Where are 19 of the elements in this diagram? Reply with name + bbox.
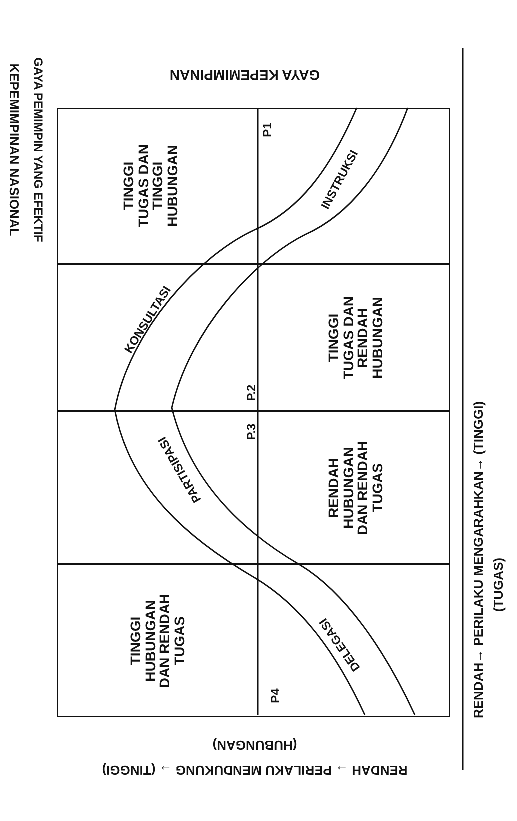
quadrant-cell (57, 263, 450, 412)
subtitle: GAYA PEMIMPIN YANG EFEKTIF (32, 58, 44, 242)
heading: GAYA KEPEMIMPINAN (170, 68, 320, 82)
point-label: P1 (262, 122, 274, 138)
point-label: P.3 (246, 424, 258, 440)
quadrant-label: TINGGI HUBUNGAN DAN RENDAH TUGAS (128, 594, 188, 688)
point-label: P4 (270, 688, 282, 704)
axis-title: RENDAH→ PERILAKU MENGARAHKAN→ (TINGGI) (472, 401, 486, 719)
axis-title: (HUBUNGAN) (212, 738, 298, 752)
quadrant-label: TINGGI TUGAS DAN RENDAH HUBUNGAN (326, 295, 386, 382)
quadrant-cell (57, 563, 450, 716)
point-label: P.2 (246, 384, 258, 402)
axis-title: (TUGAS) (492, 558, 506, 612)
quadrant-cell (57, 108, 450, 264)
diagram-title: KEPEMIMPINAN NASIONAL (7, 64, 21, 236)
quadrant-label: RENDAH HUBUNGAN DAN RENDAH TUGAS (326, 440, 386, 536)
axis-title: RENDAH → PERILAKU MENDUKUNG → (TINGGI) (102, 763, 408, 777)
quadrant-cell (57, 410, 450, 564)
quadrant-label: TINGGI TUGAS DAN TINGGI HUBUNGAN (122, 143, 180, 230)
